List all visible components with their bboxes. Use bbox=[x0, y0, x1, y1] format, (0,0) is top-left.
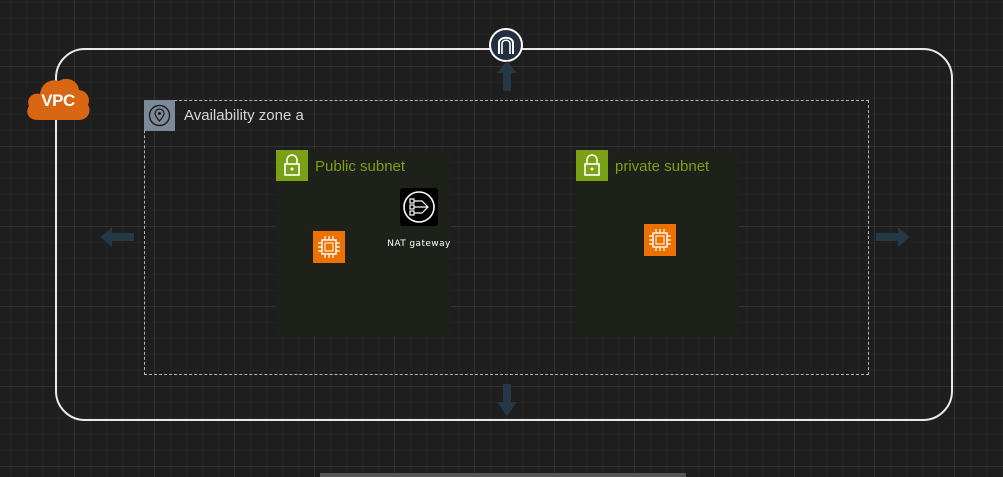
arrow-right-icon bbox=[876, 227, 910, 247]
ec2-chip-icon[interactable] bbox=[644, 224, 676, 256]
lock-icon bbox=[576, 150, 608, 181]
internet-gateway-icon[interactable] bbox=[489, 28, 523, 62]
availability-zone-container[interactable] bbox=[144, 100, 869, 375]
location-pin-icon bbox=[144, 100, 175, 131]
arrow-down-icon bbox=[497, 384, 517, 416]
public-subnet-label: Public subnet bbox=[315, 158, 406, 175]
ec2-chip-icon[interactable] bbox=[313, 231, 345, 263]
vpc-cloud-icon bbox=[24, 74, 92, 122]
nat-gateway-icon[interactable] bbox=[400, 188, 438, 226]
public-subnet-container[interactable] bbox=[276, 150, 450, 336]
lock-icon bbox=[276, 150, 308, 181]
availability-zone-label: Availability zone a bbox=[184, 107, 304, 124]
private-subnet-label: private subnet bbox=[615, 158, 710, 175]
vpc-label: VPC bbox=[41, 91, 75, 110]
nat-gateway-label: NAT gateway bbox=[387, 239, 451, 249]
arrow-left-icon bbox=[100, 227, 134, 247]
arrow-up-icon bbox=[497, 61, 517, 91]
horizontal-scrollbar[interactable] bbox=[320, 473, 686, 477]
